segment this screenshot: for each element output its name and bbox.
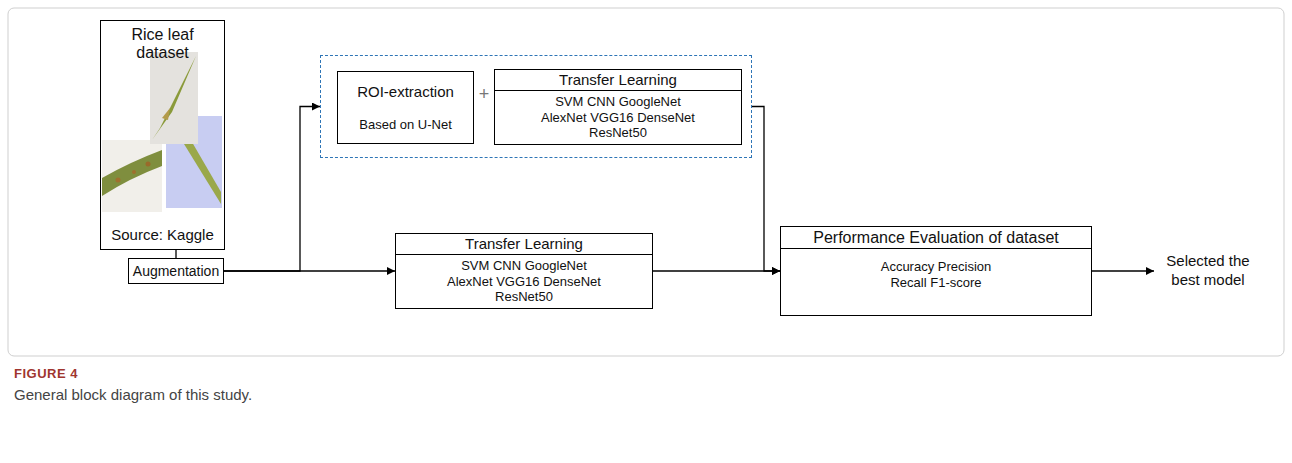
connector	[175, 250, 176, 258]
leaf-photos	[102, 52, 222, 212]
output-arrow	[1092, 270, 1154, 271]
connector	[224, 107, 320, 272]
box-title: Performance Evaluation of dataset	[785, 228, 1087, 247]
body-area: Accuracy Precision Recall F1-score	[781, 249, 1091, 300]
box-body: Accuracy Precision Recall F1-score	[871, 259, 1001, 290]
box-body: Based on U-Net	[359, 117, 452, 132]
evaluation-box: Performance Evaluation of datasetAccurac…	[780, 226, 1092, 316]
plus-sign: +	[476, 84, 492, 105]
process-box: Augmentation	[128, 258, 224, 284]
box-title: Transfer Learning	[400, 235, 648, 253]
source-note: Source: Kaggle	[111, 226, 214, 243]
leaf-photo	[102, 140, 162, 212]
box-body: SVM CNN GoogleNet AlexNet VGG16 DenseNet…	[539, 94, 697, 141]
dashed-group: +ROI-extractionBased on U-NetTransfer Le…	[320, 55, 752, 158]
body-area: SVM CNN GoogleNet AlexNet VGG16 DenseNet…	[396, 255, 652, 308]
model-box: Transfer LearningSVM CNN GoogleNet AlexN…	[395, 233, 653, 309]
leaf-spot	[146, 162, 151, 167]
dataset-box: Rice leaf datasetSource: Kaggle	[100, 20, 225, 250]
header-row: Transfer Learning	[495, 70, 741, 91]
box-title: Transfer Learning	[499, 71, 737, 89]
figure-frame	[8, 8, 1284, 356]
result-note: Selected the best model	[1158, 252, 1258, 290]
leaf-photo	[150, 52, 198, 144]
box-title: ROI-extraction	[357, 83, 454, 100]
box-body: SVM CNN GoogleNet AlexNet VGG16 DenseNet…	[445, 258, 603, 305]
figure-caption: General block diagram of this study.	[14, 386, 252, 403]
body-area: SVM CNN GoogleNet AlexNet VGG16 DenseNet…	[495, 91, 741, 144]
leaf-spot	[162, 108, 170, 120]
leaf-shape	[102, 150, 162, 196]
leaf-spot	[116, 178, 121, 183]
figure-number: FIGURE 4	[14, 366, 78, 382]
leaf-shape	[152, 56, 196, 140]
model-box: Transfer LearningSVM CNN GoogleNet AlexN…	[494, 69, 742, 145]
header-row: Performance Evaluation of dataset	[781, 227, 1091, 249]
header-row: Transfer Learning	[396, 234, 652, 255]
connector	[224, 270, 395, 271]
connector	[653, 270, 780, 271]
box-label: Augmentation	[133, 263, 219, 279]
leaf-spot	[132, 170, 136, 174]
process-box: ROI-extractionBased on U-Net	[337, 71, 474, 144]
connector	[752, 107, 780, 272]
box-title: Rice leaf dataset	[105, 26, 220, 62]
